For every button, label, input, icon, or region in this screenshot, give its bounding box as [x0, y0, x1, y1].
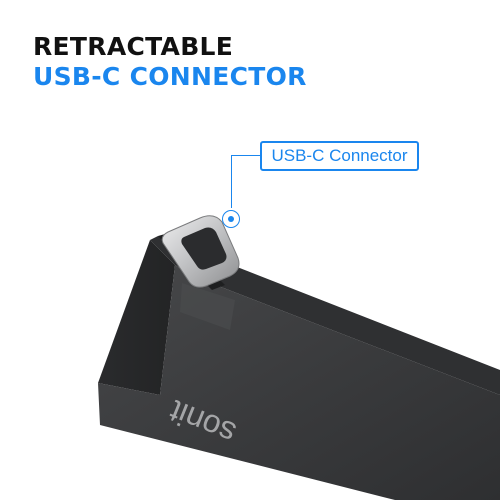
- device-body: [98, 265, 500, 500]
- slide-recess: [180, 283, 235, 330]
- callout-marker-ring: [222, 210, 240, 228]
- callout-leader-horizontal: [231, 155, 260, 156]
- callout-marker-dot: [228, 216, 234, 222]
- headline-line-1: RETRACTABLE: [33, 32, 234, 61]
- headline-line-2: USB-C CONNECTOR: [33, 62, 307, 91]
- headline: RETRACTABLE USB-C CONNECTOR: [33, 34, 307, 89]
- device-top-edge: [150, 236, 500, 395]
- device-end-face: [98, 240, 175, 395]
- callout-label: USB-C Connector: [271, 146, 408, 165]
- usb-c-connector-opening: [181, 227, 227, 270]
- callout-leader-vertical: [231, 155, 232, 208]
- usb-c-connector-callout: USB-C Connector: [260, 141, 419, 171]
